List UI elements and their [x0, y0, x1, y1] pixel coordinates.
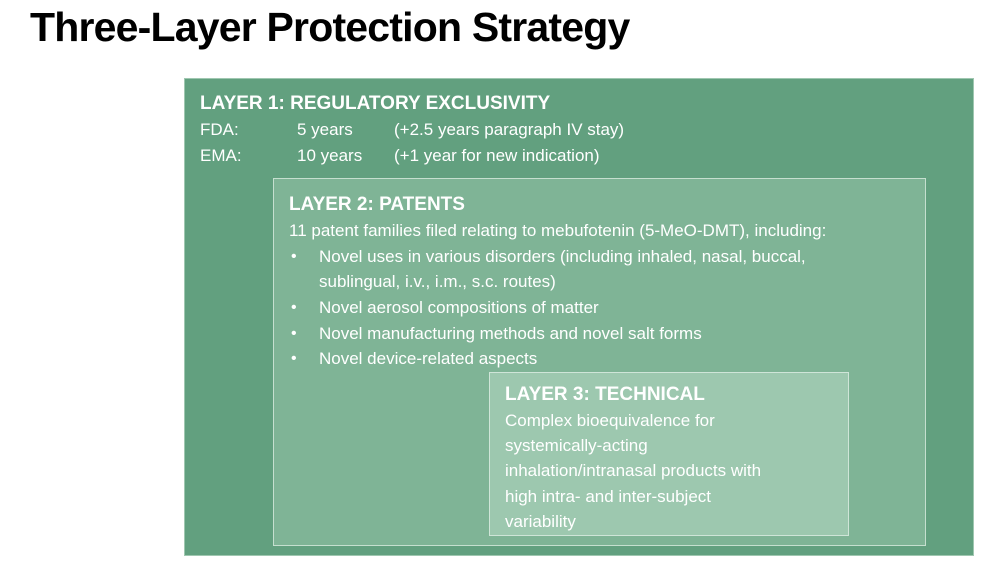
layer-1-row-ema-note: (+1 year for new indication): [394, 146, 600, 165]
layer-3-heading: LAYER 3: TECHNICAL: [505, 384, 705, 405]
layer-2-bullet-1-line-1: Novel uses in various disorders (includi…: [319, 247, 806, 266]
layer-3-line-2: systemically-acting: [505, 436, 648, 455]
layer-2-heading: LAYER 2: PATENTS: [289, 194, 465, 215]
layer-2-bullet-2: Novel aerosol compositions of matter: [319, 298, 599, 317]
layer-3-box: [489, 372, 849, 536]
layer-1-row-fda-duration: 5 years: [297, 120, 353, 139]
layer-3-line-5: variability: [505, 512, 576, 531]
layer-2-bullet-4: Novel device-related aspects: [319, 349, 538, 368]
layer-2-bullet-1-line-2: sublingual, i.v., i.m., s.c. routes): [319, 272, 556, 291]
layer-1-row-fda-agency: FDA:: [200, 120, 239, 139]
layer-1-row-fda-note: (+2.5 years paragraph IV stay): [394, 120, 625, 139]
layer-2-bullet-3: Novel manufacturing methods and novel sa…: [319, 324, 702, 343]
layer-1-row-ema-agency: EMA:: [200, 146, 242, 165]
bullet-marker: •: [291, 299, 297, 316]
layer-1-row-ema-duration: 10 years: [297, 146, 363, 165]
slide-title: Three-Layer Protection Strategy: [30, 4, 630, 50]
bullet-marker: •: [291, 350, 297, 367]
bullet-marker: •: [291, 248, 297, 265]
layer-3-line-4: high intra- and inter-subject: [505, 487, 712, 506]
layer-3-line-1: Complex bioequivalence for: [505, 411, 715, 430]
layer-2-intro: 11 patent families filed relating to meb…: [289, 221, 827, 240]
layer-1-heading: LAYER 1: REGULATORY EXCLUSIVITY: [200, 93, 551, 114]
layer-3-line-3: inhalation/intranasal products with: [505, 461, 762, 480]
bullet-marker: •: [291, 325, 297, 342]
